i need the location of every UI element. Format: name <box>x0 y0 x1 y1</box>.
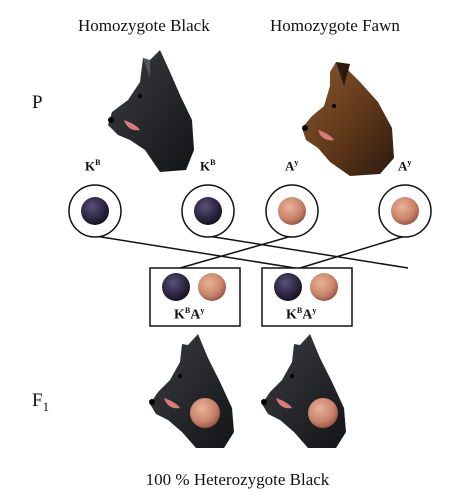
f1-black-dog-head-icon-right <box>261 334 346 448</box>
offspring-genotype-right: KBAy <box>286 306 317 323</box>
cross-lines <box>94 235 409 269</box>
offspring-box-right <box>261 267 353 327</box>
allele-label-fawn-1: Ay <box>285 158 299 174</box>
allele-label-fawn-2: Ay <box>398 158 412 174</box>
result-caption: 100 % Heterozygote Black <box>145 470 330 489</box>
gamete-fawn-1 <box>265 184 319 238</box>
gamete-black-1 <box>68 184 122 238</box>
f1-black-dog-head-icon-left <box>149 334 234 448</box>
fawn-allele-ball-icon <box>391 197 419 225</box>
fawn-dog-head-icon <box>302 62 394 176</box>
f1-generation-label: F1 <box>32 390 50 414</box>
gamete-fawn-2 <box>378 184 432 238</box>
black-dog-head-icon <box>108 50 194 172</box>
allele-label-black-1: KB <box>85 158 101 174</box>
parent-generation-label: P <box>32 92 43 113</box>
offspring-genotype-left: KBAy <box>174 306 205 323</box>
allele-label-black-2: KB <box>200 158 216 174</box>
black-allele-ball-icon <box>194 197 222 225</box>
fawn-allele-ball-icon <box>278 197 306 225</box>
right-parent-title: Homozygote Fawn <box>270 16 400 35</box>
left-parent-title: Homozygote Black <box>78 16 210 35</box>
black-allele-ball-icon <box>81 197 109 225</box>
gamete-black-2 <box>181 184 235 238</box>
offspring-box-left <box>149 267 241 327</box>
